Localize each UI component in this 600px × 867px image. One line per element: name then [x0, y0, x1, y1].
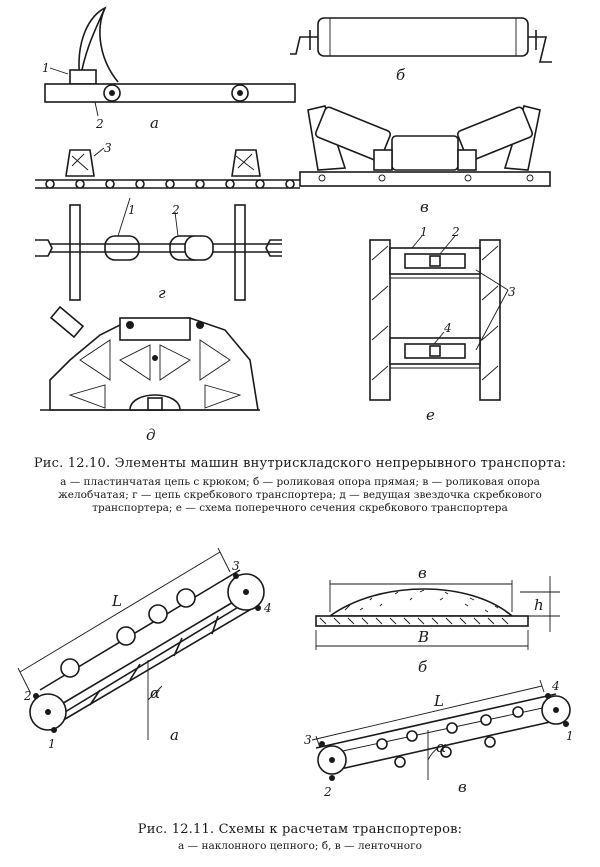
label-11b-top-width: в [418, 564, 427, 582]
label-11v-L: L [433, 692, 444, 710]
callout-11a-2: 2 [23, 689, 32, 703]
callout-1-e: 1 [420, 225, 428, 239]
label-11a-alpha: α [150, 684, 160, 702]
figure-12-10-drawings: 1 2 а б в [35, 6, 552, 440]
label-d: д [146, 426, 156, 440]
callout-11a-1: 1 [48, 737, 56, 751]
callout-2-e: 2 [451, 225, 460, 239]
drawing-11b-belt-section: в B h б [315, 564, 560, 676]
drawing-v-trough-roller: в [299, 105, 551, 216]
drawing-a-plate-chain-hook: 1 2 а [42, 6, 296, 132]
drawing-11v-inclined-belt: L α 3 2 4 1 в [304, 679, 574, 799]
drawing-b-straight-roller: б [290, 17, 552, 84]
callout-3: 3 [104, 141, 112, 155]
label-e: е [426, 406, 435, 424]
label-11v-alpha: α [436, 738, 446, 756]
label-11a: а [170, 726, 179, 744]
drawing-d-drive-sprocket: д [40, 305, 260, 440]
callout-2-g: 2 [171, 203, 180, 217]
callout-11a-4: 4 [263, 601, 272, 615]
caption-12-10-title: Рис. 12.10. Элементы машин внутрискладск… [33, 456, 567, 471]
label-11b: б [418, 658, 428, 676]
drawing-g-scraper-chain: 3 1 2 г [35, 141, 300, 302]
label-11b-h: h [534, 596, 544, 614]
label-b: б [396, 66, 406, 84]
label-11b-bottom-width: B [417, 628, 429, 646]
callout-1: 1 [42, 61, 50, 75]
figure-12-11-drawings: L α 2 1 3 4 а в B h б [17, 547, 574, 799]
drawing-e-cross-section: 1 2 3 4 е [369, 225, 516, 424]
caption-12-11-title: Рис. 12.11. Схемы к расчетам транспортер… [137, 822, 463, 837]
callout-2: 2 [95, 117, 104, 131]
caption-12-11-body: а — наклонного цепного; б, в — ленточног… [178, 840, 422, 852]
callout-11v-3: 3 [304, 733, 312, 747]
callout-4-e: 4 [443, 321, 452, 335]
label-11a-L: L [111, 592, 122, 610]
callout-11v-1: 1 [566, 729, 574, 743]
label-g: г [158, 284, 166, 302]
callout-11v-2: 2 [323, 785, 332, 799]
label-a: а [150, 114, 159, 132]
drawing-11a-inclined-chain: L α 2 1 3 4 а [17, 547, 272, 751]
callout-11v-4: 4 [551, 679, 560, 693]
label-11v: в [458, 778, 467, 796]
callout-1-g: 1 [128, 203, 136, 217]
callout-3-e: 3 [508, 285, 516, 299]
label-v: в [420, 198, 429, 216]
callout-11a-3: 3 [232, 559, 240, 573]
caption-12-10-body: а — пластинчатая цепь с крюком; б — роли… [58, 476, 542, 514]
